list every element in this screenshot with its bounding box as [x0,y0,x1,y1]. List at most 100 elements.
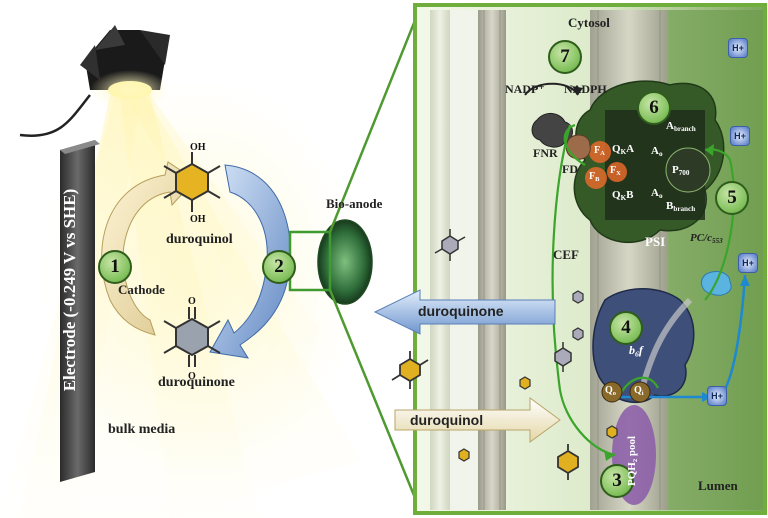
bio-anode-icon [288,219,373,305]
b6f-end: f [638,343,643,357]
pc-label: PC/c553 [690,232,723,245]
qka-text: Q [612,143,621,155]
ao-bottom-subscript: o [658,192,663,201]
qkb-label: QKB [612,189,633,202]
proton-icon: H+ [730,126,750,146]
pqh2-pool-label: PQH₂ pool [626,435,638,486]
cytosol-label: Cytosol [568,15,610,30]
arrow-duroquinone-label: duroquinone [418,303,504,319]
arrow-heads [572,86,750,461]
b6f-text: b [629,343,635,357]
a-branch-subscript: branch [673,125,696,134]
qo-label: Qo [605,385,616,397]
arrow-duroquinone [373,289,556,335]
qo-text: Q [605,385,613,396]
qo-subscript: o [612,389,617,397]
psi-label: PSI [645,234,666,249]
step-4-badge: 4 [609,311,643,345]
nadp-label: NADP⁺ [505,82,545,96]
fb-text: F [589,171,596,182]
fb-label: FB [589,171,599,183]
b-branch-text: B [666,200,674,212]
svg-text:O: O [188,371,196,382]
proton-icon: H+ [707,386,727,406]
fnr-label: FNR [533,146,558,160]
duroquinol-label: duroquinol [166,232,233,247]
fe-s-clusters [585,141,627,189]
light-beams [0,80,360,518]
proton-icon: H+ [738,253,758,273]
duroquinone-molecule-icon: O O [163,296,221,382]
small-quinol-icon [391,351,429,389]
cycle-arrows [101,161,291,359]
pc-text: PC/c [690,232,712,244]
qka-end: A [626,143,635,155]
b6f-subscript: 6 [635,349,639,359]
step-1-badge: 1 [98,250,132,284]
step-6-badge: 6 [637,91,671,125]
small-quinol-icon-2 [557,444,579,480]
tiny-quinone-icon-2 [572,327,584,341]
p700-label: P700 [672,164,689,177]
fa-label: FA [594,145,605,157]
ao-bottom-label: Ao [651,187,663,200]
p700-subscript: 700 [678,169,690,178]
svg-text:O: O [188,296,196,307]
qi-subscript: i [641,389,644,397]
duroquinone-label: duroquinone [158,375,235,390]
nadph-label: NADPH [564,82,607,96]
lamp-icon [19,25,170,138]
electrode-bar [60,140,100,482]
lumen-label: Lumen [698,478,738,493]
tiny-quinone-icon [572,290,584,304]
small-quinone-icon-2 [554,342,572,372]
fd-protein-icon [565,134,591,160]
fb-subscript: B [595,175,600,183]
cathode-label: Cathode [118,282,165,297]
step-2-badge: 2 [262,250,296,284]
ao-top-label: Ao [651,145,663,158]
qka-subscript: K [620,148,627,157]
tiny-quinol-icon-3 [606,425,618,439]
fx-label: FX [610,165,621,177]
tiny-quinol-icon-2 [519,376,531,390]
fd-label: FD [562,162,578,176]
a-branch-text: A [666,120,674,132]
fx-subscript: X [616,169,621,177]
b-branch-label: Bbranch [666,200,695,213]
electrode-label: Electrode (-0.249 V vs SHE) [60,188,79,392]
fa-subscript: A [600,149,605,157]
a-branch-label: Abranch [666,120,696,133]
ao-top-text: A [651,145,659,157]
qkb-end: B [626,189,634,201]
ao-top-subscript: o [658,150,663,159]
step-3-badge: 3 [600,464,634,498]
qkb-subscript: K [620,194,627,203]
b-branch-subscript: branch [673,205,696,214]
cef-label: CEF [553,247,579,262]
step-5-badge: 5 [715,181,749,215]
bio-anode-label: Bio-anode [326,196,383,211]
zoom-lines [328,7,422,511]
qi-label: Qi [634,385,644,397]
ao-bottom-text: A [651,187,659,199]
step-7-badge: 7 [548,40,582,74]
qo-site-icon [601,381,623,403]
svg-text:OH: OH [190,142,206,153]
small-quinone-icon [434,229,466,261]
qka-label: QKA [612,143,634,156]
bulk-media-label: bulk media [108,422,176,437]
duroquinol-molecule-icon: OH OH [163,142,221,225]
pc-subscript: 553 [712,237,723,246]
svg-text:OH: OH [190,214,206,225]
arrow-duroquinol-label: duroquinol [410,412,484,428]
fx-text: F [610,165,617,176]
b6f-label: b6f [629,343,643,358]
p700-text: P [672,164,679,176]
proton-icon: H+ [728,38,748,58]
qkb-text: Q [612,189,621,201]
fa-text: F [594,145,601,156]
arrow-duroquinol [394,397,561,443]
